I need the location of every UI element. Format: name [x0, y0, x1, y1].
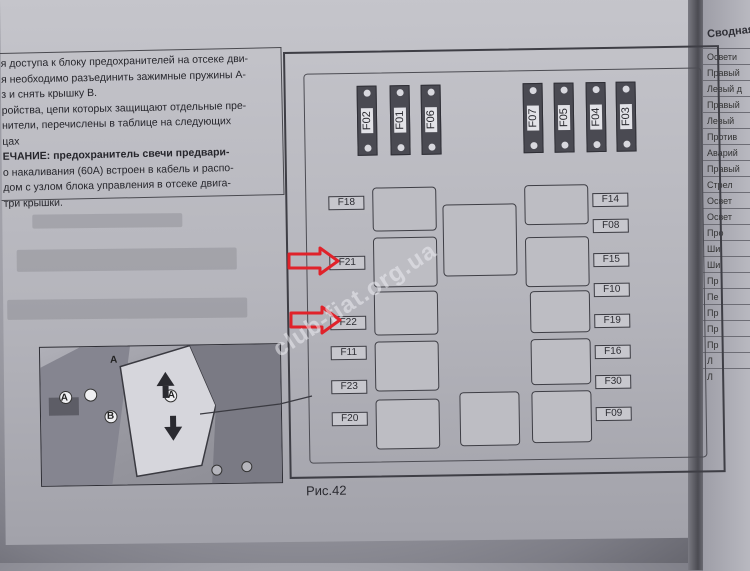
- right-page-row: Л: [703, 352, 750, 368]
- fuse-f04: F04: [585, 81, 607, 153]
- fuse-label: F02: [360, 108, 374, 134]
- screw-icon: [428, 143, 436, 151]
- right-page-row: Освет: [703, 192, 750, 208]
- screw-icon: [622, 85, 630, 93]
- fuse-f06: F06: [420, 84, 442, 155]
- relay-slot-large: [442, 203, 518, 277]
- fuse-f14: F14: [592, 192, 629, 208]
- screw-icon: [561, 141, 569, 149]
- screw-icon: [397, 144, 405, 152]
- photo-label: A: [167, 389, 176, 401]
- bleed-through-text: [32, 213, 183, 229]
- fuse-label: F03: [619, 104, 633, 130]
- relay-slot: [524, 184, 589, 226]
- fuse-box-diagram: F02 F01 F06 F07 F05 F04 F03 F18 F21 F22: [283, 45, 726, 479]
- fuse-f30: F30: [595, 374, 632, 390]
- right-page-row: Против: [703, 128, 750, 144]
- right-page-row: Стрел: [703, 176, 750, 192]
- fuse-f07: F07: [522, 82, 544, 154]
- fuse-f20: F20: [331, 411, 368, 427]
- fuse-label: F07: [526, 105, 540, 131]
- relay-slot: [529, 290, 591, 334]
- fuse-f03: F03: [615, 81, 637, 152]
- right-page-row: Пр: [703, 320, 750, 336]
- instruction-text: я доступа к блоку предохранителей на отс…: [0, 47, 285, 209]
- screw-icon: [530, 142, 538, 150]
- figure-caption: Рис.42: [305, 482, 347, 499]
- relay-slot: [375, 398, 441, 450]
- fuse-f02: F02: [356, 85, 378, 156]
- fuse-label: F01: [393, 107, 407, 133]
- fuse-label: F04: [589, 104, 603, 130]
- photo-label: A: [60, 392, 69, 404]
- relay-slot: [531, 390, 593, 444]
- right-page-row: Аварий: [703, 144, 750, 160]
- engine-bay-illustration: [40, 344, 284, 487]
- screw-icon: [427, 88, 435, 96]
- right-page-row: Правый: [703, 96, 750, 112]
- leader-line: [200, 395, 313, 415]
- fuse-f16: F16: [594, 344, 631, 360]
- right-page-row: Освети: [703, 48, 750, 64]
- relay-slot: [374, 340, 440, 392]
- right-page-row: Пр: [703, 304, 750, 320]
- bleed-through-text: [7, 297, 248, 320]
- photo-label: A: [110, 354, 118, 366]
- right-page-row: Правый: [703, 64, 750, 80]
- right-page-row: Ши: [703, 256, 750, 272]
- relay-slot: [372, 186, 437, 232]
- engine-bay-photo: A A B A: [38, 343, 284, 487]
- fuse-box-outline: F02 F01 F06 F07 F05 F04 F03 F18 F21 F22: [303, 67, 708, 464]
- fuse-f19: F19: [594, 313, 631, 329]
- screw-icon: [560, 86, 568, 94]
- right-page-row: Ши: [703, 240, 750, 256]
- fuse-f15: F15: [593, 252, 630, 268]
- right-page-row: Левый д: [703, 80, 750, 96]
- screw-icon: [396, 89, 404, 97]
- fuse-label: F05: [557, 105, 571, 131]
- right-page-row: Левый: [703, 112, 750, 128]
- fuse-f10: F10: [593, 282, 630, 298]
- right-page-header: Сводная: [706, 23, 750, 41]
- right-page-row: Пр: [703, 336, 750, 352]
- fuse-f09: F09: [595, 406, 632, 422]
- fuse-f01: F01: [389, 85, 411, 156]
- screw-icon: [529, 87, 537, 95]
- screw-icon: [364, 144, 372, 152]
- fuse-label: F06: [424, 107, 438, 133]
- right-page-row: Пе: [703, 288, 750, 304]
- right-page-row: Л: [703, 368, 750, 384]
- photo-label: B: [106, 410, 115, 422]
- right-page-row: Освет: [703, 208, 750, 224]
- fuse-f08: F08: [592, 218, 629, 234]
- right-page-row: Пр: [703, 272, 750, 288]
- relay-slot: [459, 391, 521, 447]
- bleed-through-text: [16, 247, 237, 272]
- fuse-f23: F23: [331, 379, 368, 395]
- right-page-row: Про: [703, 224, 750, 240]
- relay-slot: [524, 236, 590, 288]
- screw-icon: [593, 141, 601, 149]
- right-page-row: Правый: [703, 160, 750, 176]
- red-arrow-icon: [289, 305, 342, 335]
- red-arrow-icon: [287, 246, 340, 276]
- relay-slot: [530, 338, 592, 386]
- screw-icon: [592, 86, 600, 94]
- screw-icon: [623, 140, 631, 148]
- screw-icon: [363, 89, 371, 97]
- fuse-f05: F05: [553, 82, 575, 153]
- fuse-f11: F11: [330, 345, 367, 361]
- fuse-f18: F18: [328, 195, 365, 211]
